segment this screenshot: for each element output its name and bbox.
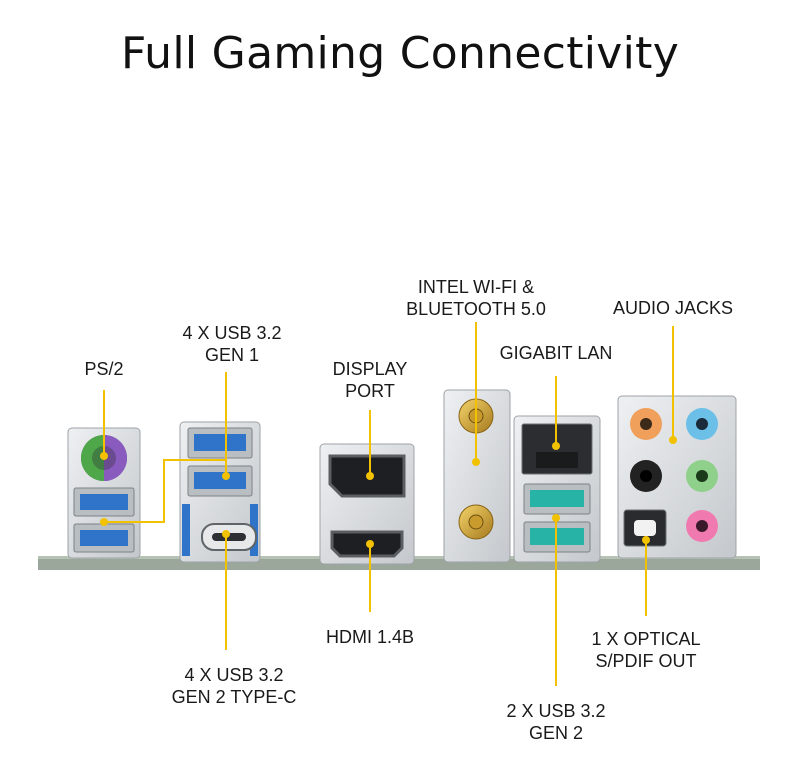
label-gigabit-lan: GIGABIT LAN: [499, 343, 613, 363]
label-displayport: DISPLAY PORT: [332, 359, 408, 401]
audio-jack-cluster: [617, 395, 737, 559]
page-title: Full Gaming Connectivity: [120, 28, 680, 79]
label-wifi-bluetooth: INTEL WI-FI & BLUETOOTH 5.0: [406, 277, 546, 319]
label-optical-spdif: 1 X OPTICAL S/PDIF OUT: [591, 629, 701, 671]
wifi-antenna-module: [443, 389, 511, 563]
callout-dots: [100, 436, 677, 548]
ps2-usb-stack: [67, 427, 141, 559]
label-usb-gen2: 2 X USB 3.2 GEN 2: [506, 701, 606, 743]
label-usb-gen1: 4 X USB 3.2 GEN 1: [182, 323, 282, 365]
label-usb-typec: 4 X USB 3.2 GEN 2 TYPE-C: [171, 665, 297, 707]
label-ps2: PS/2: [84, 359, 124, 379]
usb-gen1-stack: [179, 421, 261, 563]
label-audio-jacks: AUDIO JACKS: [612, 298, 734, 318]
label-hdmi: HDMI 1.4B: [325, 627, 415, 647]
callout-lines: [103, 322, 674, 686]
